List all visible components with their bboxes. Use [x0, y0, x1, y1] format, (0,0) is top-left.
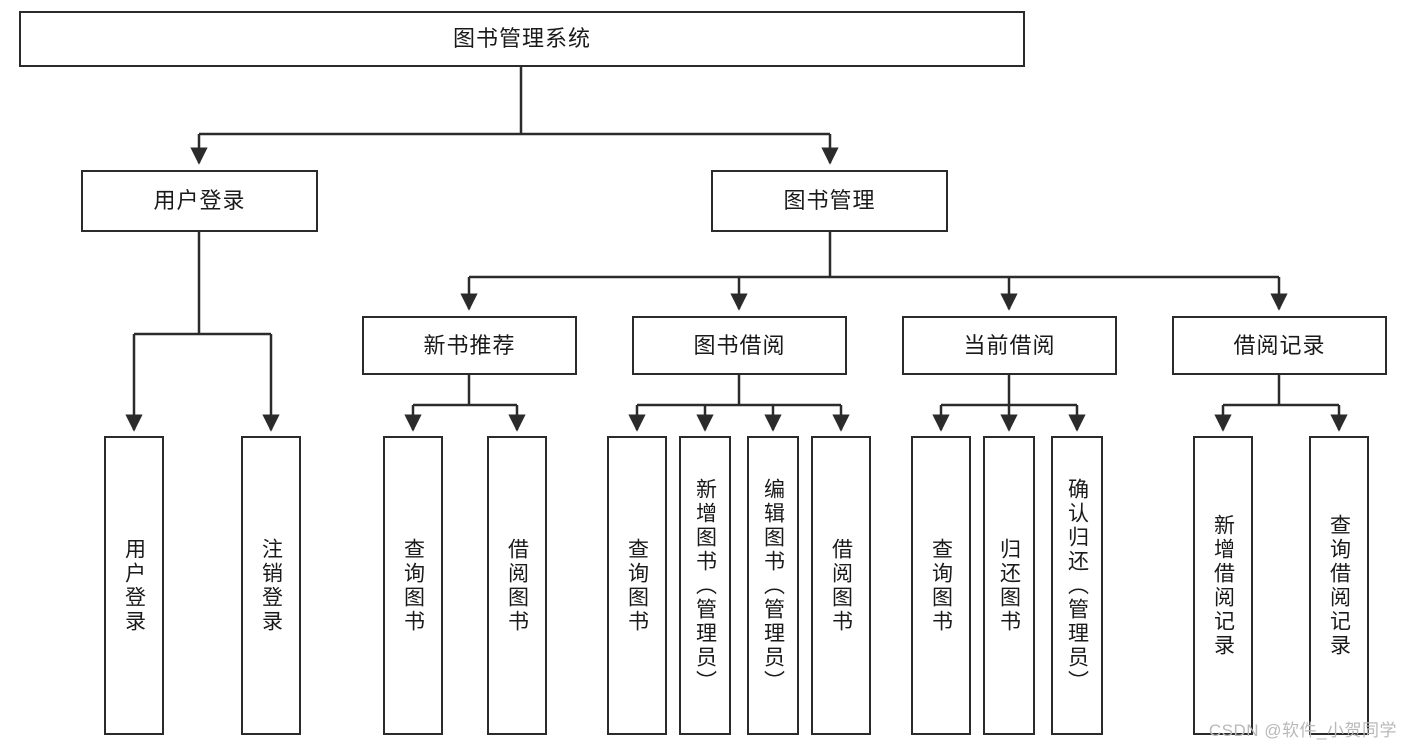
node-label: 查询图书 [929, 537, 953, 634]
node-book-management[interactable]: 图书管理 [711, 170, 948, 232]
node-current-borrow[interactable]: 当前借阅 [902, 316, 1117, 375]
leaf-current-confirm-return-admin[interactable]: 确认归还（管理员） [1051, 436, 1103, 735]
node-label: 确认归还（管理员） [1065, 477, 1089, 694]
node-label: 借阅图书 [829, 537, 853, 634]
leaf-record-query-record[interactable]: 查询借阅记录 [1309, 436, 1369, 735]
leaf-current-return-book[interactable]: 归还图书 [983, 436, 1035, 735]
node-label: 图书借阅 [693, 332, 786, 358]
leaf-user-login-login[interactable]: 用户登录 [104, 436, 164, 735]
node-label: 用户登录 [122, 537, 146, 634]
leaf-borrow-borrow-book[interactable]: 借阅图书 [811, 436, 871, 735]
leaf-recommend-borrow-book[interactable]: 借阅图书 [487, 436, 547, 735]
node-label: 借阅图书 [505, 537, 529, 634]
node-label: 借阅记录 [1233, 332, 1326, 358]
csdn-watermark: CSDN @软件_小贺同学 [1208, 721, 1397, 740]
node-label: 新书推荐 [423, 332, 516, 358]
node-label: 图书管理 [783, 188, 876, 214]
node-label: 查询图书 [401, 537, 425, 634]
node-label: 图书管理系统 [452, 26, 591, 52]
node-label: 当前借阅 [963, 332, 1056, 358]
leaf-record-add-record[interactable]: 新增借阅记录 [1193, 436, 1253, 735]
node-label: 新增借阅记录 [1211, 513, 1235, 658]
leaf-borrow-add-book-admin[interactable]: 新增图书（管理员） [679, 436, 731, 735]
node-label: 查询图书 [625, 537, 649, 634]
node-root-book-management-system[interactable]: 图书管理系统 [19, 11, 1025, 67]
node-book-borrow[interactable]: 图书借阅 [632, 316, 847, 375]
leaf-borrow-edit-book-admin[interactable]: 编辑图书（管理员） [747, 436, 799, 735]
node-new-book-recommend[interactable]: 新书推荐 [362, 316, 577, 375]
leaf-current-query-book[interactable]: 查询图书 [911, 436, 971, 735]
node-borrow-record[interactable]: 借阅记录 [1172, 316, 1387, 375]
node-label: 新增图书（管理员） [693, 477, 717, 694]
node-label: 查询借阅记录 [1327, 513, 1351, 658]
node-label: 注销登录 [259, 537, 283, 634]
node-user-login[interactable]: 用户登录 [81, 170, 318, 232]
node-label: 归还图书 [997, 537, 1021, 634]
node-label: 编辑图书（管理员） [761, 477, 785, 694]
leaf-borrow-query-book[interactable]: 查询图书 [607, 436, 667, 735]
leaf-recommend-query-book[interactable]: 查询图书 [383, 436, 443, 735]
node-label: 用户登录 [153, 188, 246, 214]
leaf-user-login-logout[interactable]: 注销登录 [241, 436, 301, 735]
